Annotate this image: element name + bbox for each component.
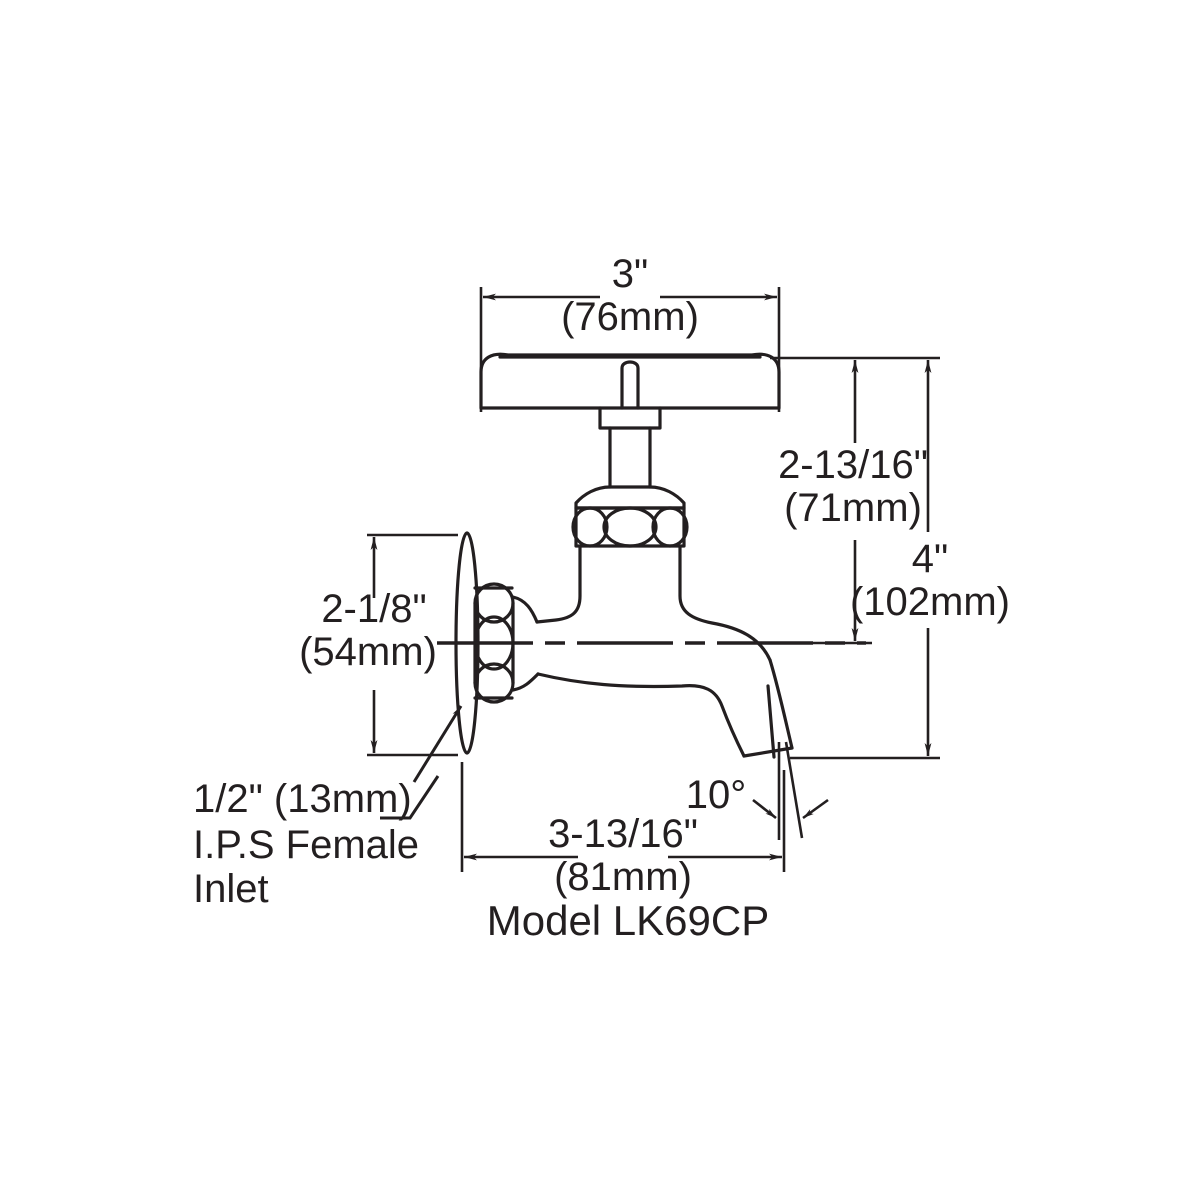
dim-label-spout-reach-metric: (81mm) [554,855,692,899]
inlet-to-body-top [511,595,539,624]
hex-nut-facet-right [651,506,689,548]
body-left-profile [535,544,582,624]
dim-label-spout-angle: 10° [686,773,747,817]
dimension-flange-height [367,533,458,757]
hex-nut-facet-center [602,506,658,548]
model-label: Model LK69CP [487,897,770,944]
dim-label-handle-width-imperial: 3" [612,252,648,296]
bonnet-flare [574,485,686,510]
leader-elbow-inlet [380,775,440,820]
dimension-spout-angle [752,741,829,840]
annotation-inlet-line3: Inlet [193,867,269,911]
inlet-leader [380,705,463,820]
dim-label-flange-height-imperial: 2-1/8" [321,587,426,631]
handle-center-rib [620,360,640,410]
dim-label-spout-height-metric: (71mm) [784,486,922,530]
spout-outlet-face [742,746,794,758]
faucet-outline [454,352,794,759]
dimension-spout-reach [460,762,786,872]
dimension-overall-height [790,360,940,760]
annotation-inlet-line2: I.P.S Female [193,823,419,867]
dimension-spout-height [770,356,940,645]
dim-label-overall-height-metric: (102mm) [850,580,1010,624]
dim-label-flange-height-metric: (54mm) [299,630,437,674]
inlet-to-body-bottom [511,672,540,692]
hex-nut-body [574,506,686,548]
spout-outer-wall [768,658,794,750]
spout-inner-bore [766,684,776,759]
dim-label-overall-height-imperial: 4" [912,537,948,581]
stem-collar [598,406,662,430]
dim-label-spout-height-imperial: 2-13/16" [778,443,928,487]
angle-arrow-left [752,798,777,820]
annotation-inlet-line1: 1/2" (13mm) [193,777,412,821]
angle-arrow-right [802,798,829,820]
dimension-handle-width [479,287,781,412]
body-lower-profile [536,672,746,758]
hex-nut-facet-left [571,506,609,548]
leader-arrow-to-flange [412,705,463,783]
angle-inclined-reference [784,741,804,839]
dim-label-handle-width-metric: (76mm) [561,295,699,339]
dim-label-spout-reach-imperial: 3-13/16" [548,812,698,856]
